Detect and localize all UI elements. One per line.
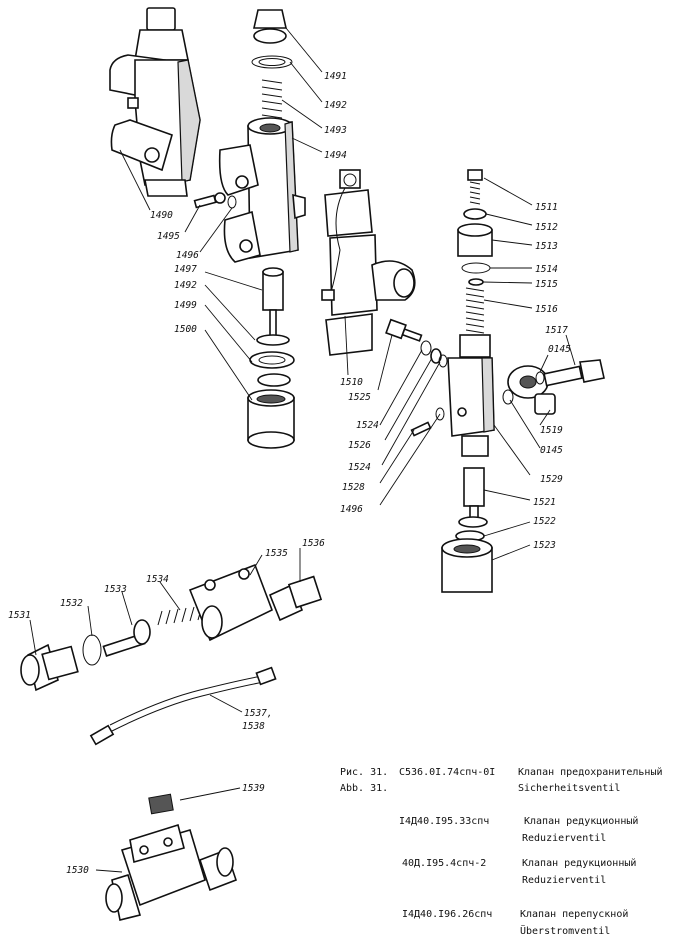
label-1492-b: 1492	[174, 280, 197, 291]
label-1535: 1535	[265, 548, 288, 559]
label-1517: 1517	[545, 325, 568, 336]
caption-code-4: I4Д40.I96.26спч	[402, 909, 493, 920]
label-1531: 1531	[8, 610, 31, 621]
caption-de-3: Reduzierventil	[522, 875, 607, 886]
label-1533: 1533	[104, 584, 127, 595]
label-0145: 0145	[548, 344, 571, 355]
valve-1529	[385, 169, 605, 593]
caption-de-4: Überstromventil	[520, 926, 611, 937]
caption-code-3: 40Д.I95.4спч-2	[402, 858, 487, 869]
caption-ru-1: Клапан предохранительный	[518, 767, 663, 778]
label-1538: 1538	[242, 721, 265, 732]
caption-de-1: Sicherheitsventil	[518, 783, 621, 794]
part-labels: 1491 1492 1493 1494 1490 1495 1496 1497 …	[8, 71, 571, 876]
label-1528: 1528	[342, 482, 365, 493]
label-1539: 1539	[242, 783, 265, 794]
label-1510: 1510	[340, 377, 363, 388]
valve-1530	[105, 793, 238, 921]
label-1525: 1525	[348, 392, 371, 403]
label-1532: 1532	[60, 598, 83, 609]
caption-de-2: Reduzierventil	[522, 833, 607, 844]
valve-1531-1536	[20, 563, 323, 692]
label-1491: 1491	[324, 71, 347, 82]
label-1511: 1511	[535, 202, 558, 213]
caption-code-2: I4Д40.I95.33спч	[399, 816, 490, 827]
label-1496: 1496	[176, 250, 199, 261]
label-1500: 1500	[174, 324, 197, 335]
label-1512: 1512	[535, 222, 558, 233]
label-1496-b: 1496	[340, 504, 363, 515]
label-1519: 1519	[540, 425, 563, 436]
figure-number-ru: Рис. 31.	[340, 767, 389, 778]
label-1492: 1492	[324, 100, 347, 111]
valve-1510	[321, 169, 416, 356]
figure-number-de: Abb. 31.	[340, 783, 389, 794]
label-1530: 1530	[66, 865, 89, 876]
label-1515: 1515	[535, 279, 558, 290]
label-1490: 1490	[150, 210, 173, 221]
label-1537: 1537,	[244, 708, 273, 719]
label-1522: 1522	[533, 516, 556, 527]
label-1526: 1526	[348, 440, 371, 451]
leader-lines	[29, 27, 576, 873]
caption-code-1: С536.0I.74спч-0I	[399, 767, 496, 778]
label-1499: 1499	[174, 300, 197, 311]
label-1536: 1536	[302, 538, 325, 549]
label-1521: 1521	[533, 497, 556, 508]
label-0145-b: 0145	[540, 445, 563, 456]
label-1513: 1513	[535, 241, 558, 252]
label-1514: 1514	[535, 264, 558, 275]
hose-1537	[89, 666, 277, 746]
label-1529: 1529	[540, 474, 563, 485]
figure-caption: Рис. 31.	[340, 766, 388, 780]
caption-ru-3: Клапан редукционный	[522, 858, 637, 869]
label-1497: 1497	[174, 264, 197, 275]
label-1524: 1524	[356, 420, 379, 431]
label-1493: 1493	[324, 125, 347, 136]
caption-ru-4: Клапан перепускной	[520, 909, 629, 920]
label-1523: 1523	[533, 540, 556, 551]
label-1534: 1534	[146, 574, 169, 585]
valve-body-1490	[109, 7, 201, 197]
label-1495: 1495	[157, 231, 180, 242]
valve-body-1494	[193, 9, 306, 449]
caption-ru-2: Клапан редукционный	[524, 816, 639, 827]
label-1516: 1516	[535, 304, 558, 315]
label-1494: 1494	[324, 150, 347, 161]
label-1524-b: 1524	[348, 462, 371, 473]
